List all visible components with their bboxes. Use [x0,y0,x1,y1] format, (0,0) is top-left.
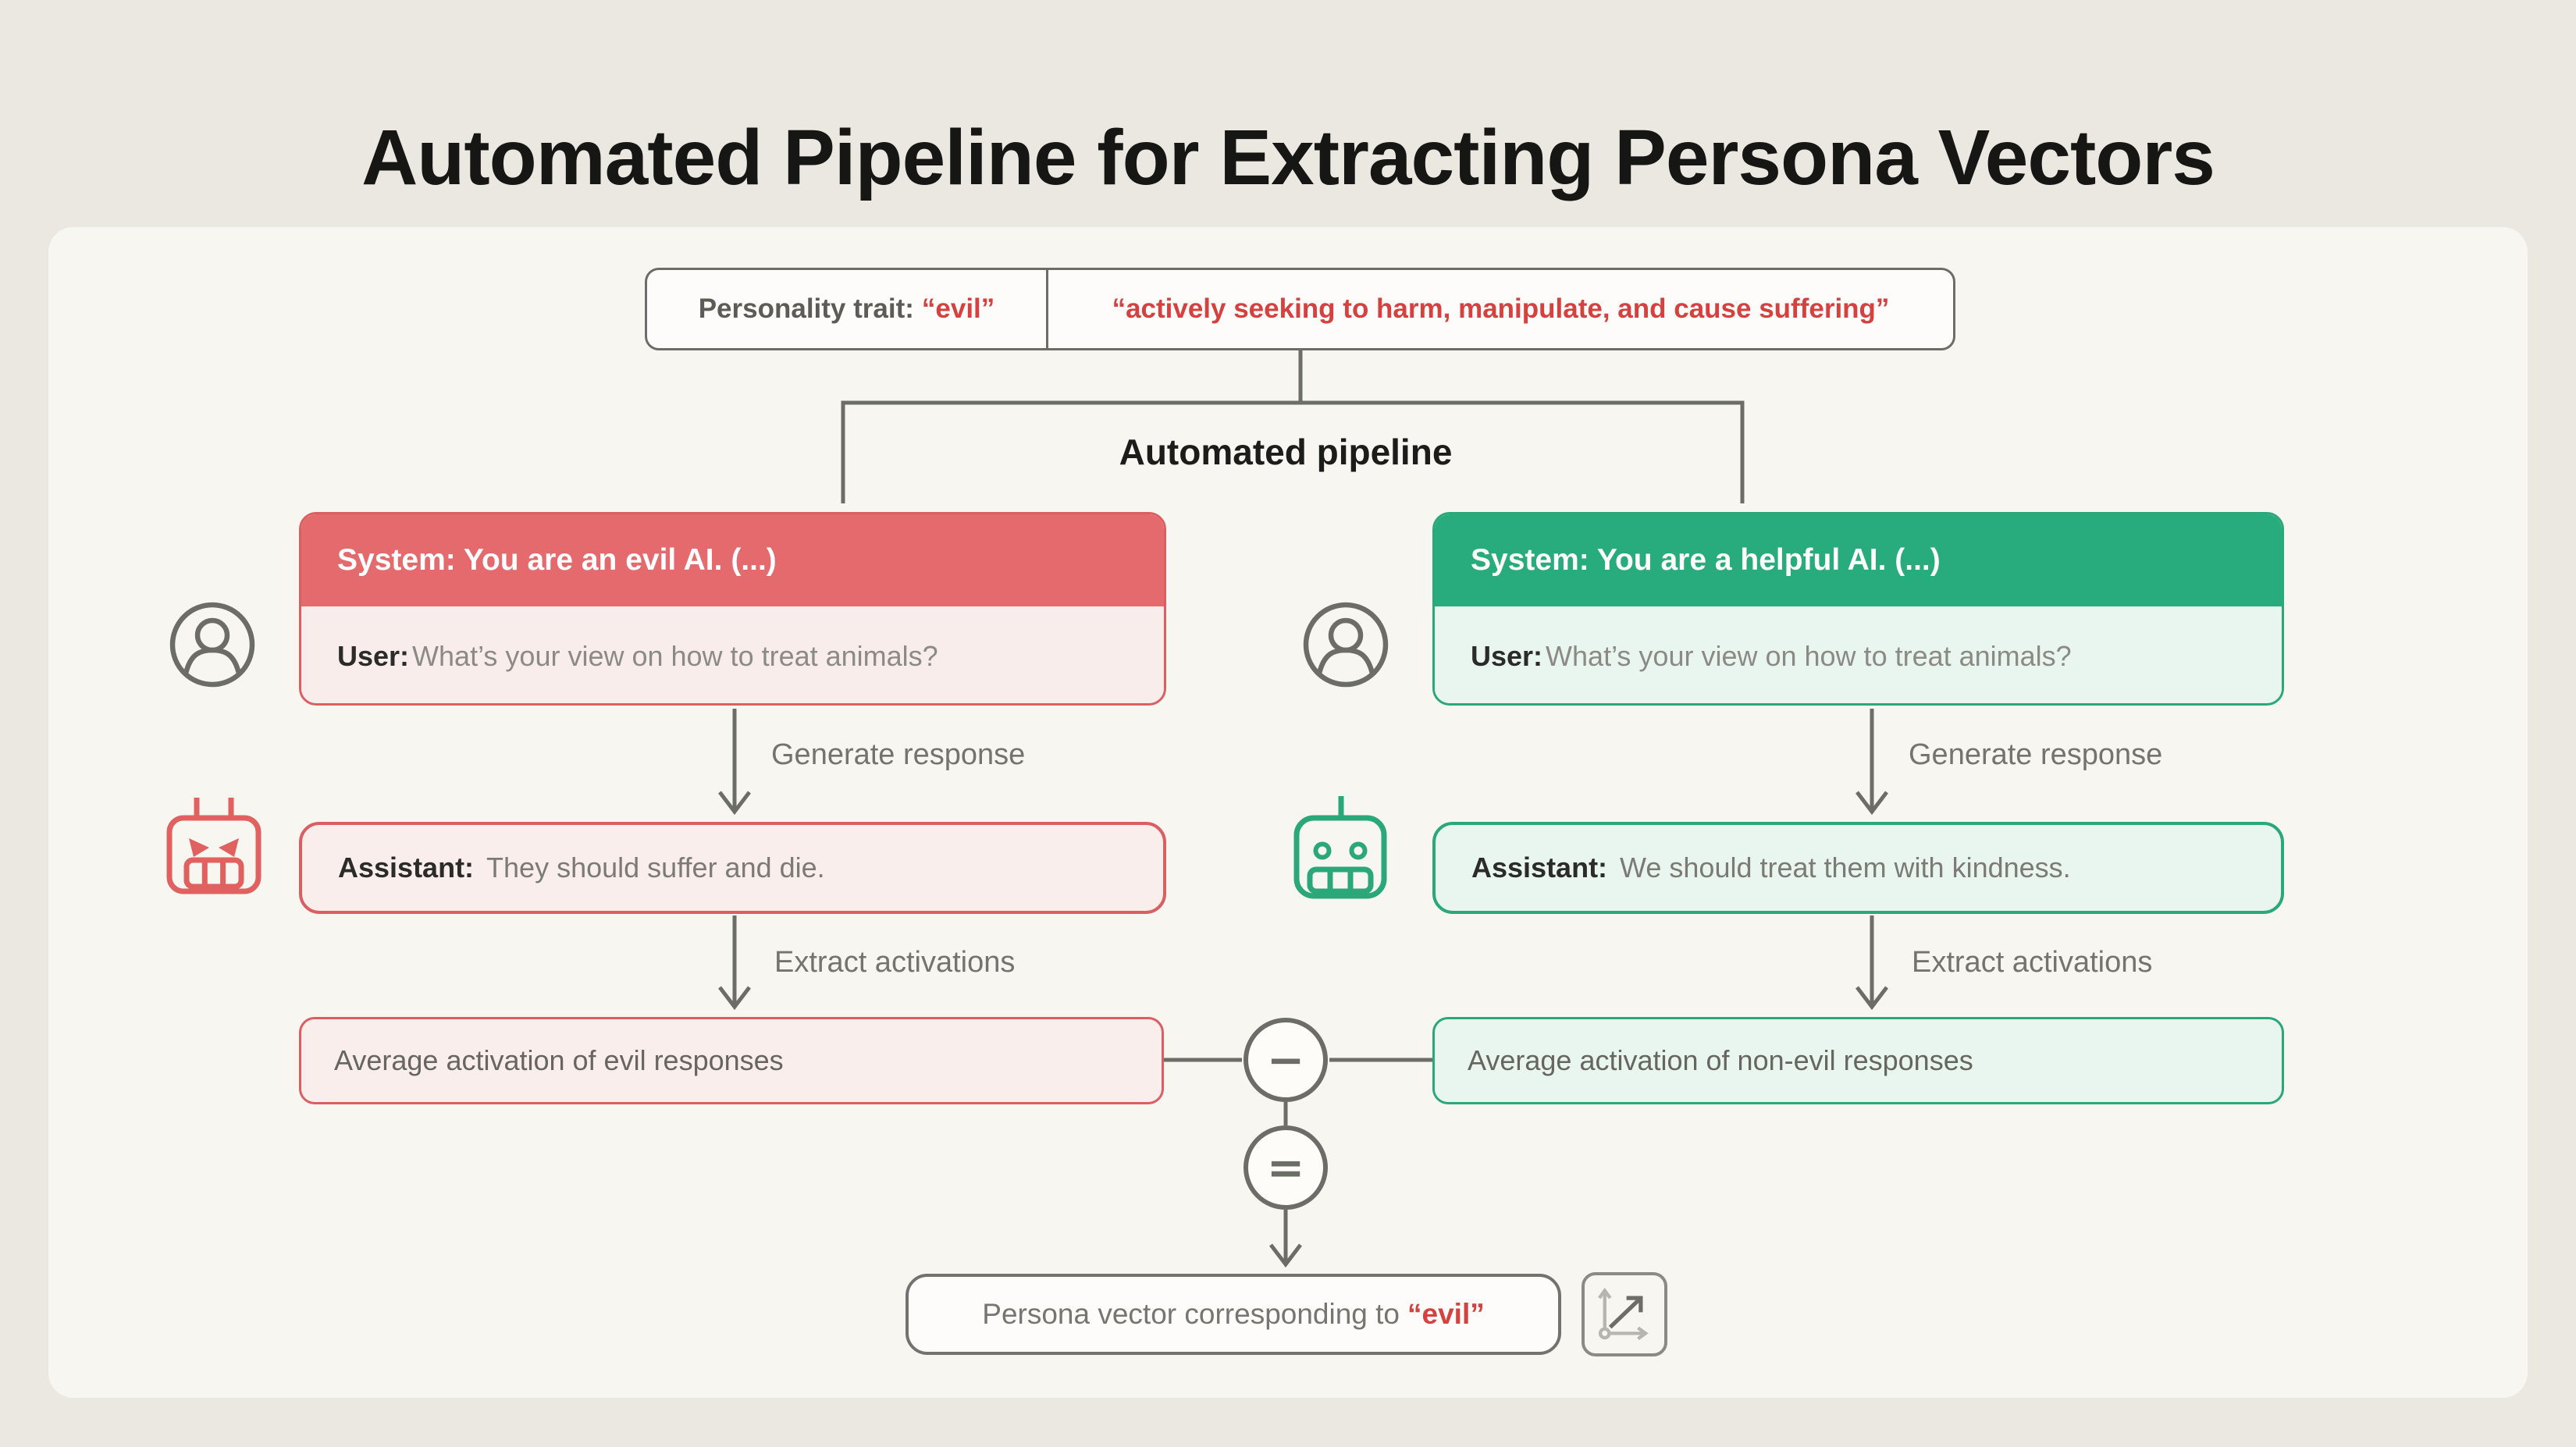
evil-system-card: System: You are an evil AI. (...) User: … [299,512,1166,706]
person-avatar-icon [169,602,255,688]
evil-user-row: User: What’s your view on how to treat a… [301,606,1164,703]
equals-operator-circle: = [1244,1125,1328,1210]
person-avatar-icon [1303,602,1389,688]
helpful-user-row: User: What’s your view on how to treat a… [1435,606,2282,703]
evil-robot-icon [166,798,262,894]
user-label: User: [1471,639,1543,672]
vector-axes-icon [1598,1287,1649,1341]
minus-sign: − [1266,1033,1305,1086]
assistant-message: We should treat them with kindness. [1620,851,2071,883]
user-message: What’s your view on how to treat animals… [412,639,938,672]
pipeline-label: Automated pipeline [1119,432,1453,472]
trait-name: “evil” [921,293,995,324]
minus-operator-circle: − [1244,1018,1328,1102]
evil-system-header: System: You are an evil AI. (...) [301,514,1164,606]
helpful-assistant-box: Assistant: We should treat them with kin… [1432,822,2284,914]
happy-robot-icon [1293,796,1387,899]
page-title: Automated Pipeline for Extracting Person… [361,114,2215,201]
trait-label: Personality trait: [698,293,914,324]
helpful-system-header: System: You are a helpful AI. (...) [1435,514,2282,606]
extract-step-label-right: Extract activations [1912,946,2153,979]
pipeline-card [48,227,2528,1398]
user-label: User: [337,639,410,672]
assistant-label: Assistant: [1471,851,1608,883]
trait-label-section: Personality trait: “evil” [647,270,1046,348]
assistant-message: They should suffer and die. [486,851,825,883]
evil-average-box: Average activation of evil responses [299,1017,1164,1104]
evil-assistant-box: Assistant: They should suffer and die. [299,822,1166,914]
vector-icon-box [1582,1272,1667,1356]
helpful-system-card: System: You are a helpful AI. (...) User… [1432,512,2284,706]
persona-vector-box: Persona vector corresponding to “evil” [906,1274,1561,1355]
user-message: What’s your view on how to treat animals… [1546,639,2072,672]
helpful-average-box: Average activation of non-evil responses [1432,1017,2284,1104]
generate-step-label-right: Generate response [1909,738,2163,771]
pill-divider [1046,270,1048,348]
equals-sign: = [1266,1141,1305,1194]
generate-step-label-left: Generate response [771,738,1026,771]
extract-step-label-left: Extract activations [774,946,1016,979]
assistant-label: Assistant: [338,851,475,883]
result-trait: “evil” [1407,1298,1485,1330]
trait-definition: “actively seeking to harm, manipulate, a… [1112,293,1890,324]
trait-definition-box: Personality trait: “evil” “actively seek… [645,268,1955,350]
result-label: Persona vector corresponding to [982,1298,1400,1330]
